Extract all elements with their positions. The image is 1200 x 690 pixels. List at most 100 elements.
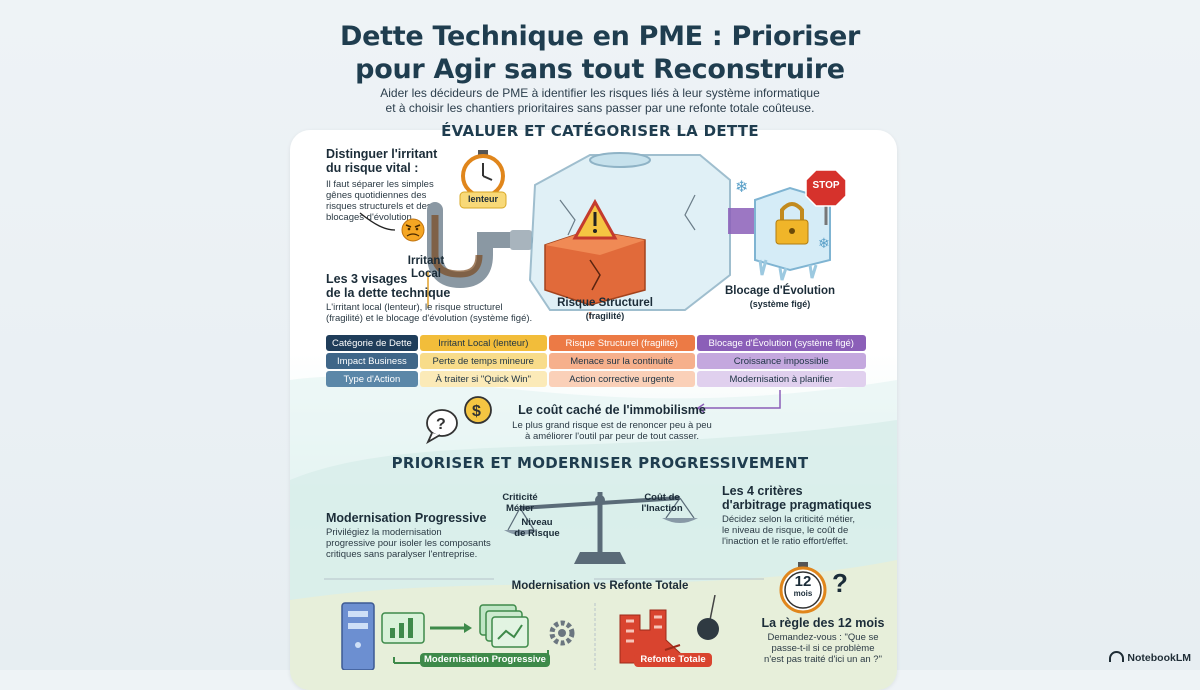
cout-text-1: Le plus grand risque est de renoncer peu… — [512, 420, 712, 431]
snowflake-icon: ❄ — [735, 179, 748, 196]
modernisation-text-1: Privilégiez la modernisation — [326, 527, 442, 538]
frozen-lock-icon — [754, 186, 831, 281]
lenteur-label: lenteur — [467, 194, 498, 204]
subtitle-line-2: et à choisir les chantiers prioritaires … — [385, 101, 815, 115]
versus-divider — [324, 578, 764, 580]
niveau-label: Niveau de Risque — [512, 517, 562, 539]
brand-logo: NotebookLM — [1109, 651, 1191, 664]
risque-label-title: Risque Structurel — [557, 297, 653, 309]
stopwatch-icon — [461, 150, 505, 198]
distinguish-title-2: du risque vital : — [326, 161, 419, 175]
stop-label: STOP — [812, 180, 840, 191]
clock-icon — [779, 562, 827, 614]
distinguish-text-4: blocages d'évolution. — [326, 212, 415, 223]
table-cell: Modernisation à planifier — [696, 371, 866, 387]
regle-text-1: Demandez-vous : "Que se — [767, 632, 879, 643]
title-line-1: Dette Technique en PME : Prioriser — [340, 21, 860, 52]
table-cell-label: Catégorie de Dette — [326, 335, 418, 351]
criticite-label: Criticité Métier — [495, 492, 545, 514]
criticite-label-2: Métier — [506, 503, 534, 514]
table-cell: À traiter si "Quick Win" — [419, 371, 547, 387]
blocage-label-sub: (système figé) — [749, 299, 811, 309]
regle-text-3: n'est pas traité d'ici un an ?" — [764, 654, 882, 665]
tag-progressive: Modernisation Progressive — [420, 653, 550, 667]
background-wave — [290, 376, 897, 690]
glass-box-icon — [528, 152, 731, 311]
distinguish-text-1: Il faut séparer les simples — [326, 179, 434, 190]
title-line-2: pour Agir sans tout Reconstruire — [355, 54, 845, 85]
distinguish-title-1: Distinguer l'irritant — [326, 147, 438, 161]
table-cell: Irritant Local (lenteur) — [419, 335, 547, 351]
regle-text-2: passe-t-il si ce problème — [771, 643, 875, 654]
server-icon — [341, 602, 375, 670]
irritant-label-1: Irritant — [407, 255, 445, 267]
table-row: Impact Business Perte de temps mineure M… — [326, 353, 866, 369]
regle-title: La règle des 12 mois — [761, 616, 885, 630]
arrow-head — [464, 623, 472, 633]
gear-icon — [549, 620, 575, 646]
stop-sign-icon — [805, 169, 847, 225]
debt-table: Catégorie de Dette Irritant Local (lente… — [324, 333, 868, 389]
debt-illustration: ❄ ❄ — [359, 150, 847, 318]
distinguish-block: Distinguer l'irritant du risque vital : … — [326, 147, 466, 223]
distinguish-text-2: gênes quotidiennes des — [326, 190, 427, 201]
cout-inaction-label: Coût de l'Inaction — [634, 492, 690, 514]
section2-heading: PRIORISER ET MODERNISER PROGRESSIVEMENT — [391, 454, 809, 472]
svg-text:$: $ — [472, 403, 481, 420]
cout-text-2: à améliorer l'outil par peur de tout cas… — [525, 431, 699, 442]
visages-block: Les 3 visages de la dette technique L'ir… — [326, 272, 566, 324]
page-subtitle: Aider les décideurs de PME à identifier … — [0, 86, 1200, 116]
regle-block: La règle des 12 mois Demandez-vous : "Qu… — [748, 616, 898, 665]
table-cell: Croissance impossible — [696, 353, 866, 369]
visages-text-2: (fragilité) et le blocage d'évolution (s… — [326, 313, 533, 324]
cout-block: Le coût caché de l'immobilisme Le plus g… — [497, 403, 727, 442]
cout-title: Le coût caché de l'immobilisme — [518, 403, 706, 417]
versus-title: Modernisation vs Refonte Totale — [511, 580, 689, 592]
table-row: Catégorie de Dette Irritant Local (lente… — [326, 335, 866, 351]
criteres-title-1: Les 4 critères — [722, 484, 803, 498]
wrecking-ball-icon — [697, 595, 719, 640]
table-cell: Menace sur la continuité — [548, 353, 695, 369]
table-row: Type d'Action À traiter si "Quick Win" A… — [326, 371, 866, 387]
table-cell: Risque Structurel (fragilité) — [548, 335, 695, 351]
visages-title-1: Les 3 visages — [326, 272, 408, 286]
criteres-text-2: le niveau de risque, le coût de — [722, 525, 849, 536]
niveau-label-1: Niveau — [521, 517, 553, 528]
connector-arrow — [700, 390, 781, 409]
irritant-label-2: Local — [410, 268, 442, 280]
pipe-icon — [427, 202, 533, 289]
table-cell-label: Impact Business — [326, 353, 418, 369]
cout-inaction-label-2: l'Inaction — [641, 503, 683, 514]
visages-text-1: L'irritant local (lenteur), le risque st… — [326, 302, 503, 313]
balance-scale-icon — [504, 492, 698, 564]
criteres-title-2: d'arbitrage pragmatiques — [722, 498, 872, 512]
table-cell: Action corrective urgente — [548, 371, 695, 387]
clock-number: 12 — [794, 573, 812, 590]
modernisation-illustration — [341, 595, 719, 670]
risque-label-sub: (fragilité) — [585, 311, 625, 321]
clock-unit: mois — [793, 589, 813, 598]
table-cell-label: Type d'Action — [326, 371, 418, 387]
pointer-arrow — [359, 212, 396, 231]
cout-inaction-label-1: Coût de — [644, 492, 680, 503]
blocage-label: Blocage d'Évolution (système figé) — [710, 285, 850, 311]
blocage-label-title: Blocage d'Évolution — [724, 285, 836, 297]
dollar-coin-icon: $ — [464, 396, 492, 424]
table-cell: Blocage d'Évolution (système figé) — [696, 335, 866, 351]
criteres-block: Les 4 critères d'arbitrage pragmatiques … — [722, 484, 892, 547]
risque-label: Risque Structurel (fragilité) — [545, 297, 665, 323]
criteres-text-3: l'inaction et le ratio effort/effet. — [722, 536, 849, 547]
tag-refonte: Refonte Totale — [634, 653, 712, 667]
brand-name: NotebookLM — [1127, 652, 1191, 664]
angry-face-icon — [401, 218, 425, 242]
snowflake-icon: ❄ — [818, 235, 830, 251]
niveau-label-2: de Risque — [514, 528, 560, 539]
modernisation-block: Modernisation Progressive Privilégiez la… — [326, 511, 506, 560]
section1-heading: ÉVALUER ET CATÉGORISER LA DETTE — [441, 122, 759, 140]
criticite-label-1: Criticité — [502, 492, 538, 503]
table-cell: Perte de temps mineure — [419, 353, 547, 369]
svg-text:?: ? — [436, 416, 446, 433]
modules-icon — [479, 604, 529, 648]
modernisation-title: Modernisation Progressive — [326, 511, 487, 525]
subtitle-line-1: Aider les décideurs de PME à identifier … — [380, 86, 820, 100]
